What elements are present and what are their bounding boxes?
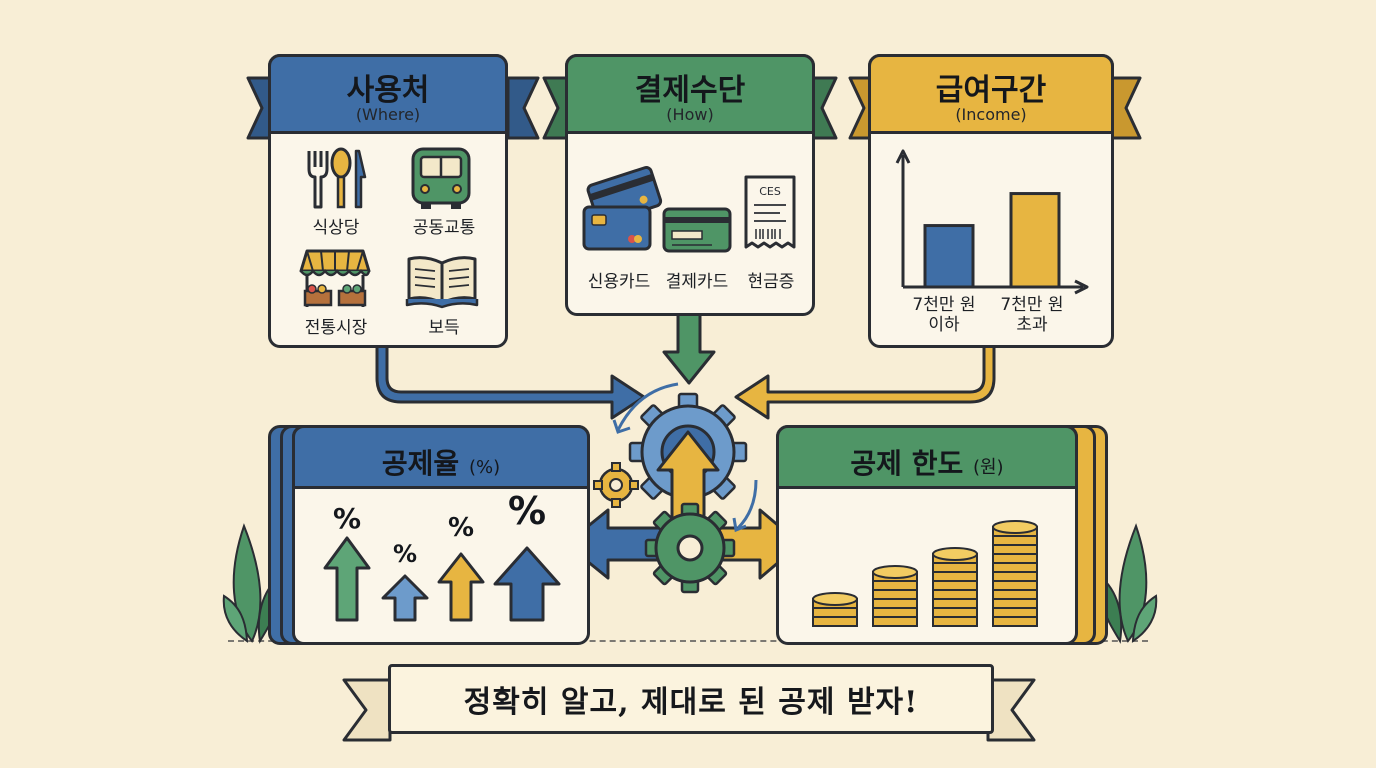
receipt-text: CES bbox=[759, 185, 781, 198]
how-item-label: 현금증 bbox=[728, 267, 814, 292]
coin bbox=[993, 554, 1037, 563]
where-item-label: 식상당 bbox=[291, 213, 381, 238]
percent-sign: % bbox=[333, 502, 361, 535]
rate-arrow-light-blue bbox=[383, 576, 427, 620]
restaurant-icon bbox=[301, 147, 371, 211]
coin bbox=[993, 599, 1037, 608]
rate-arrow-gold bbox=[439, 554, 483, 620]
credit-card-icon bbox=[580, 161, 660, 251]
rate-panel-title-suffix: (%) bbox=[469, 457, 500, 478]
coin bbox=[813, 608, 857, 617]
small-gear-icon bbox=[594, 463, 638, 507]
rate-panel-title-text: 공제율 bbox=[382, 447, 459, 480]
coin bbox=[933, 617, 977, 626]
limit-panel-title-text: 공제 한도 bbox=[850, 447, 963, 480]
coin bbox=[873, 581, 917, 590]
income-bar-label-low-line1: 7천만 원 bbox=[899, 295, 989, 315]
coin bbox=[933, 590, 977, 599]
coin bbox=[933, 563, 977, 572]
how-item-label: 신용카드 bbox=[576, 267, 662, 292]
where-item-label: 공동교통 bbox=[399, 213, 489, 238]
percent-sign: % bbox=[508, 489, 546, 533]
income-bar-label-high-line2: 초과 bbox=[987, 315, 1077, 335]
income-bar-label-high: 7천만 원 초과 bbox=[987, 295, 1077, 335]
cycle-arrow-bottom bbox=[738, 480, 756, 528]
income-card: 급여구간 (Income) 7천만 원 이하 7천만 원 초과 bbox=[868, 54, 1114, 348]
green-gear-icon bbox=[646, 504, 734, 592]
coin bbox=[933, 608, 977, 617]
coin bbox=[993, 590, 1037, 599]
open-book-icon bbox=[405, 253, 479, 309]
how-title: 결제수단 bbox=[568, 65, 812, 109]
where-item-label: 보득 bbox=[399, 313, 489, 338]
center-gears bbox=[578, 370, 798, 600]
banner-text: 정확히 알고, 제대로 된 공제 받자! bbox=[391, 677, 991, 721]
coin-stack-top bbox=[933, 548, 977, 560]
coin bbox=[993, 581, 1037, 590]
income-bar-label-low: 7천만 원 이하 bbox=[899, 295, 989, 335]
coin-stack-top bbox=[993, 521, 1037, 533]
percent-sign: % bbox=[393, 540, 417, 568]
rate-panel: 공제율 (%) % % % % bbox=[292, 425, 590, 645]
where-subtitle: (Where) bbox=[271, 105, 505, 124]
where-card: 사용처 (Where) 식상당 공동교통 전통시장 bbox=[268, 54, 508, 348]
how-subtitle: (How) bbox=[568, 105, 812, 124]
income-subtitle: (Income) bbox=[871, 105, 1111, 124]
coin bbox=[993, 545, 1037, 554]
rate-panel-title: 공제율 (%) bbox=[295, 442, 587, 482]
coin bbox=[933, 599, 977, 608]
where-item-label: 전통시장 bbox=[291, 313, 381, 338]
coin bbox=[813, 617, 857, 626]
coin bbox=[873, 599, 917, 608]
coin bbox=[993, 563, 1037, 572]
coin bbox=[933, 581, 977, 590]
coin bbox=[873, 590, 917, 599]
coin bbox=[873, 617, 917, 626]
income-title: 급여구간 bbox=[871, 65, 1111, 109]
rate-arrow-green bbox=[325, 538, 369, 620]
coin-stack-top bbox=[813, 593, 857, 605]
coin bbox=[993, 572, 1037, 581]
limit-panel-title-suffix: (원) bbox=[973, 457, 1004, 478]
coin bbox=[873, 608, 917, 617]
rate-arrows-illustration: % % % % bbox=[311, 492, 571, 632]
debit-card-icon bbox=[662, 207, 732, 253]
coin-stack-top bbox=[873, 566, 917, 578]
income-bar-label-high-line1: 7천만 원 bbox=[987, 295, 1077, 315]
receipt-icon: CES bbox=[742, 173, 798, 253]
coin-stacks-illustration bbox=[789, 494, 1069, 634]
bottom-banner: 정확히 알고, 제대로 된 공제 받자! bbox=[388, 664, 994, 734]
income-bar-high bbox=[1011, 194, 1059, 287]
rate-arrow-blue bbox=[495, 548, 559, 620]
income-bar-label-low-line2: 이하 bbox=[899, 315, 989, 335]
market-stall-icon bbox=[297, 247, 373, 311]
income-bar-chart bbox=[893, 149, 1093, 299]
limit-panel-title: 공제 한도 (원) bbox=[779, 442, 1075, 482]
coin bbox=[933, 572, 977, 581]
income-bar-low bbox=[925, 226, 973, 287]
bus-icon bbox=[409, 147, 473, 211]
coin bbox=[993, 536, 1037, 545]
how-card: 결제수단 (How) 신용카드 결제카드 CES 현금증 bbox=[565, 54, 815, 316]
limit-panel: 공제 한도 (원) bbox=[776, 425, 1078, 645]
percent-sign: % bbox=[448, 513, 474, 543]
coin bbox=[993, 608, 1037, 617]
where-title: 사용처 bbox=[271, 65, 505, 109]
coin bbox=[993, 617, 1037, 626]
